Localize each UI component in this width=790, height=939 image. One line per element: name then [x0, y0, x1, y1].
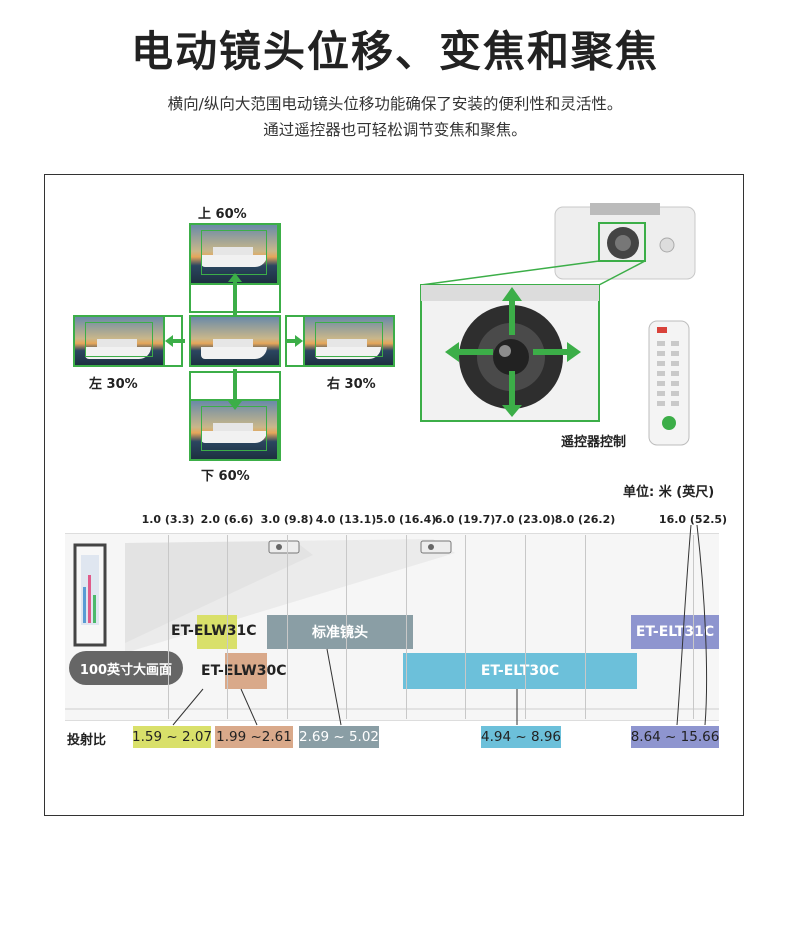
ratio-connectors — [172, 524, 708, 726]
distance-tick: 8.0 (26.2) — [554, 513, 616, 526]
center-image — [189, 315, 281, 367]
distance-tick: 7.0 (23.0) — [494, 513, 556, 526]
feature-panel: 上 60% 左 30% 右 30% 下 60% — [44, 174, 744, 816]
page-title: 电动镜头位移、变焦和聚焦 — [130, 27, 659, 76]
arrow-right-icon — [285, 339, 299, 343]
lens-bar-elt30c: ET-ELT30C — [403, 653, 637, 689]
remote-control-icon — [648, 320, 690, 446]
distance-tick: 6.0 (19.7) — [434, 513, 496, 526]
distance-gridline — [693, 535, 694, 719]
projector-near-icon — [268, 540, 300, 554]
projector-far-icon — [420, 540, 452, 554]
shift-right-image — [303, 315, 395, 367]
distance-tick: 3.0 (9.8) — [260, 513, 314, 526]
distance-tick: 16.0 (52.5) — [658, 513, 728, 526]
distance-gridline — [465, 535, 466, 719]
arrow-down-head-icon — [228, 401, 242, 410]
arrow-right-head-icon — [295, 335, 303, 347]
lens-name-elw30c: ET-ELW30C — [201, 663, 287, 679]
shift-up-label: 上 60% — [198, 207, 247, 222]
distance-tick: 5.0 (16.4) — [375, 513, 437, 526]
distance-gridline — [585, 535, 586, 719]
distance-gridline — [168, 535, 169, 719]
distance-gridline — [287, 535, 288, 719]
subtitle-line-2: 通过遥控器也可轻松调节变焦和聚焦。 — [263, 121, 527, 139]
arrow-left-icon — [171, 339, 185, 343]
shift-left-label: 左 30% — [89, 377, 138, 392]
distance-gridline — [346, 535, 347, 719]
projection-screen-icon — [73, 543, 107, 647]
distance-tick: 1.0 (3.3) — [141, 513, 195, 526]
lens-shift-arrows-icon — [445, 287, 581, 417]
distance-gridline — [227, 535, 228, 719]
ratio-elw30c: 1.99 ~2.61 — [215, 726, 293, 748]
screen-size-badge: 100英寸大画面 — [69, 651, 183, 685]
ratio-elw31c: 1.59 ~ 2.07 — [132, 726, 212, 748]
arrow-up-icon — [233, 279, 237, 315]
distance-tick: 4.0 (13.1) — [315, 513, 377, 526]
distance-gridline — [525, 535, 526, 719]
lens-name-elw31c: ET-ELW31C — [171, 623, 257, 639]
lens-bar-standard: 标准镜头 — [267, 615, 413, 649]
ratio-standard: 2.69 ~ 5.02 — [299, 726, 379, 748]
ratio-elt30c: 4.94 ~ 8.96 — [481, 726, 561, 748]
ratio-elt31c: 8.64 ~ 15.66 — [631, 726, 719, 748]
projector-illustration — [420, 203, 696, 422]
arrow-down-icon — [233, 369, 237, 403]
distance-gridline — [406, 535, 407, 719]
remote-control-label: 遥控器控制 — [561, 435, 627, 450]
distance-tick: 2.0 (6.6) — [200, 513, 254, 526]
shift-right-label: 右 30% — [327, 377, 376, 392]
arrow-up-head-icon — [228, 273, 242, 282]
lens-bar-elt31c: ET-ELT31C — [631, 615, 719, 649]
unit-label: 单位: 米 (英尺) — [623, 485, 715, 500]
throw-ratio-label: 投射比 — [67, 733, 107, 748]
arrow-left-head-icon — [165, 335, 173, 347]
shift-down-label: 下 60% — [201, 469, 250, 484]
subtitle-line-1: 横向/纵向大范围电动镜头位移功能确保了安装的便利性和灵活性。 — [167, 95, 623, 113]
shift-left-image — [73, 315, 165, 367]
